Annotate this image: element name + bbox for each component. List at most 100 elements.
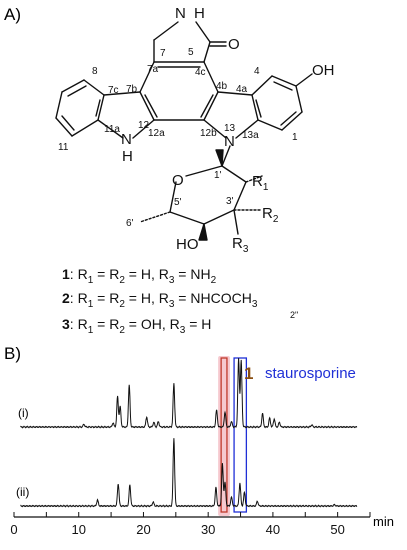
locant: 7b [126,84,138,95]
bond [273,81,293,91]
hplc-chromatogram: 0 10 20 30 40 50 [10,356,371,537]
bond [233,181,247,211]
bond [221,165,247,183]
locant: 12 [138,120,150,131]
x-tick-label: 20 [136,522,150,537]
atom-n-lactam: N [175,5,186,22]
trace-label-i: (i) [18,406,29,420]
locant: 12a [148,128,165,139]
bond [235,119,259,139]
atom-r2: R2 [262,205,279,225]
locant: 13 [224,123,236,134]
compound-1-highlight-box [220,357,228,513]
bond [203,41,211,63]
bond [203,61,219,93]
locant: 12b [200,128,217,139]
bond [195,21,211,43]
x-tick-label: 10 [71,522,85,537]
x-tick-label: 0 [10,522,17,537]
locant: 1 [292,132,298,143]
compound-list: 1: R1 = R2 = H, R3 = NH2 2: R1 = R2 = H,… [62,266,298,336]
atom-numbering: 7 5 7a 4c 8 7c 7b 4b 4a 4 12 12b 13 11a … [58,47,298,229]
compound-2-definition: 2: R1 = R2 = H, R3 = NHCOCH3 [62,290,258,310]
atom-h-lactam: H [194,5,205,22]
bond [217,91,253,96]
x-tick-label: 30 [201,522,215,537]
locant: 4a [236,84,248,95]
bond [203,119,227,139]
locant: 4 [254,66,260,77]
panel-a-label: A) [4,5,21,24]
wedge-bond [198,223,208,241]
locant: 4b [216,81,228,92]
atom-labels: N H O OH N H N O HO R1 R2 R3 [121,5,335,255]
bond [280,111,297,126]
bond [139,91,155,121]
bond [271,75,297,87]
marker-staurosporine: staurosporine [265,365,356,382]
atom-o-carbonyl: O [228,36,240,53]
bond [83,79,105,96]
locant: 8 [92,66,98,77]
atom-oh-phenol: OH [312,62,335,79]
double-prime-label: 2" [290,310,298,320]
locant: 11 [58,142,69,153]
bond [251,94,259,121]
x-axis-unit: min [373,514,394,529]
compound-3-definition: 3: R1 = R2 = OH, R3 = H [62,316,211,336]
locant: 11a [104,124,120,135]
bond [55,117,73,137]
locant: 1' [214,170,222,181]
bond [233,209,239,235]
compound-1-definition: 1: R1 = R2 = H, R3 = NH2 [62,266,217,286]
bond [55,91,63,119]
panel-b-label: B) [4,344,21,363]
trace-ii [20,438,358,508]
bond [169,211,205,225]
bond [103,91,141,96]
bond [203,209,235,225]
bond [200,94,214,118]
bond [169,181,177,213]
bond [153,21,179,41]
x-tick-label: 50 [330,522,344,537]
bond [257,119,283,131]
bond [144,94,158,118]
hashed-bond [139,211,171,223]
bond [139,61,155,93]
bond [132,119,155,139]
bond [295,73,313,87]
bond [61,115,75,131]
atom-o-ring: O [172,172,184,189]
bond [95,99,101,117]
atom-h-indole: H [122,148,133,165]
atom-n13: N [224,133,235,150]
atom-r1: R1 [252,173,269,193]
bond [71,119,99,137]
x-tick-label: 40 [266,522,280,537]
bond [67,85,87,97]
locant: 5' [174,197,182,208]
bond [251,75,273,96]
locant: 7 [160,48,166,59]
trace-i [20,358,358,429]
locant: 5 [188,47,194,58]
bond [295,85,303,113]
bond [185,165,223,177]
atom-r3: R3 [232,235,249,255]
bond [97,119,124,139]
peak-ii-1 [118,483,119,484]
compound-1-highlight-shade [218,356,230,516]
bond [61,79,85,93]
locant: 7a [147,64,159,75]
hashed-bond [245,175,263,183]
locant: 13a [242,130,259,141]
atom-ho-sugar: HO [176,236,199,253]
locant: 4c [195,67,206,78]
bond [255,99,262,118]
locant: 6' [126,218,134,229]
atom-n-indole: N [121,131,132,148]
locant: 3' [226,196,234,207]
bond [203,91,219,121]
